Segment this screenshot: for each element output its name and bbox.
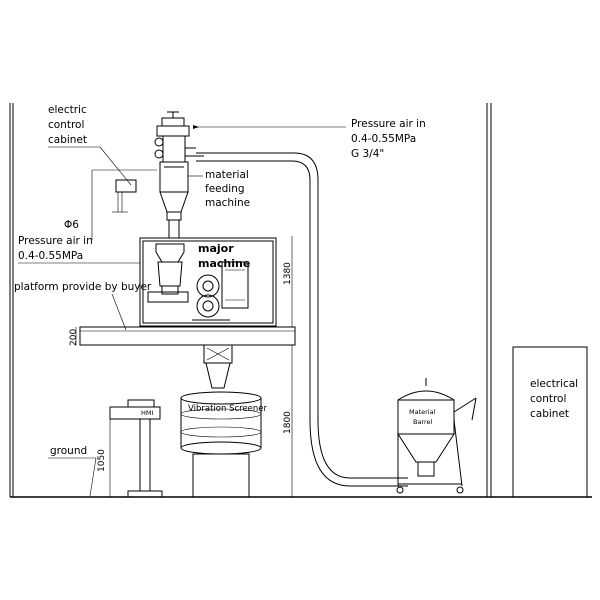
outlet-assembly: [203, 344, 233, 389]
major-machine-line-1: major: [198, 242, 234, 255]
feed-hose: [196, 152, 408, 487]
electric-cabinet-callout: electric control cabinet: [48, 104, 132, 186]
pressure-air-top-line-2: 0.4-0.55MPa: [351, 133, 416, 145]
hmi-label: HMI: [141, 409, 153, 417]
phi-label: Φ6: [64, 219, 79, 231]
material-barrel-line-2: Barrel: [413, 418, 433, 426]
feeding-machine-line-1: material: [205, 169, 249, 181]
pressure-air-top-line-1: Pressure air in: [351, 118, 426, 130]
height-1380-dim: 1380: [283, 262, 293, 285]
electric-cabinet-line-3: cabinet: [48, 134, 87, 146]
platform-thickness-dim: 200: [69, 329, 79, 346]
major-machine-line-2: machine: [198, 257, 250, 270]
pressure-air-top-callout: Pressure air in 0.4-0.55MPa G 3/4": [193, 118, 426, 160]
ground-label: ground: [50, 445, 87, 457]
electrical-cabinet-line-2: control: [530, 393, 566, 405]
feeding-machine-line-2: feeding: [205, 183, 245, 195]
feeding-machine-callout: material feeding machine: [188, 169, 250, 209]
ground-callout: ground 1050: [48, 419, 111, 497]
material-barrel: Material Barrel: [396, 378, 477, 494]
feeding-machine-line-3: machine: [205, 197, 250, 209]
pressure-air-left-line-1: Pressure air in: [18, 235, 93, 247]
feeding-machine: [154, 111, 204, 239]
height-1050-dim: 1050: [97, 449, 107, 472]
major-machine: [139, 237, 277, 327]
pressure-air-left-line-2: 0.4-0.55MPa: [18, 250, 83, 262]
control-box: [91, 169, 157, 240]
electrical-cabinet-line-1: electrical: [530, 378, 578, 390]
pressure-air-top-line-3: G 3/4": [351, 148, 384, 160]
major-machine-callout: major machine: [198, 242, 250, 270]
height-1800-dim: 1800: [283, 411, 293, 434]
material-barrel-line-1: Material: [409, 408, 436, 416]
electrical-control-cabinet: electrical control cabinet: [512, 346, 588, 498]
pressure-air-left-callout: Φ6 Pressure air in 0.4-0.55MPa: [18, 219, 140, 264]
electric-cabinet-line-1: electric: [48, 104, 87, 116]
building-outline: [9, 103, 592, 498]
vibration-screener: Vibration Screener: [180, 391, 268, 498]
electric-cabinet-line-2: control: [48, 119, 84, 131]
vertical-dimensions: 1380 1800: [283, 236, 293, 497]
hmi-stand: HMI: [109, 399, 163, 498]
platform: platform provide by buyer 200: [14, 281, 296, 346]
electrical-cabinet-line-3: cabinet: [530, 408, 569, 420]
platform-label: platform provide by buyer: [14, 281, 152, 293]
vibration-screener-label: Vibration Screener: [188, 404, 268, 414]
